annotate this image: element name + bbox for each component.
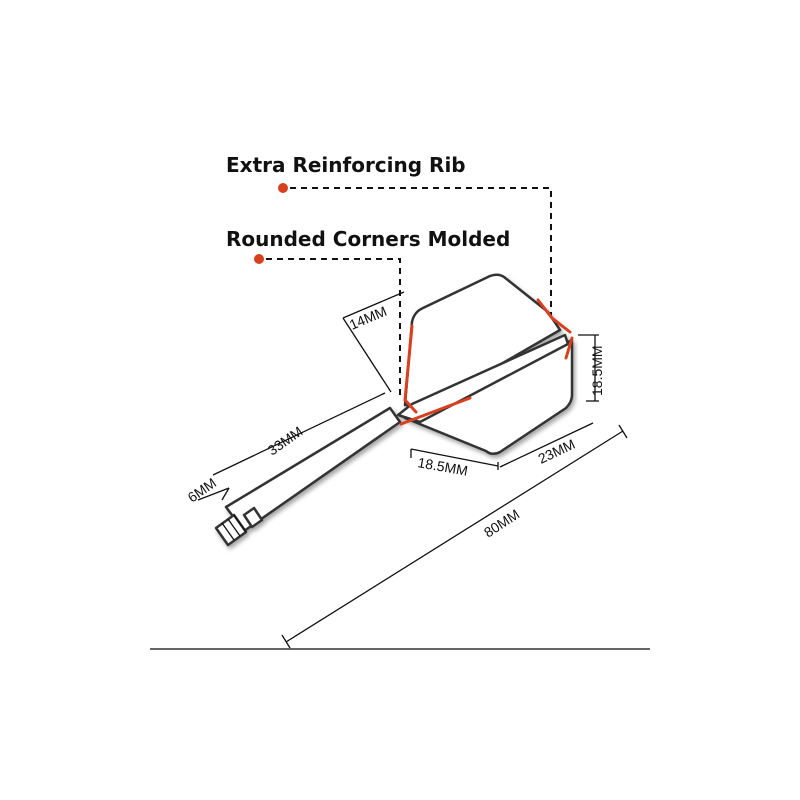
dim-flight-front-width: 18.5MM (410, 448, 499, 479)
dim-flight-height-label: 18.5MM (589, 345, 605, 396)
callout-extra-rib-label: Extra Reinforcing Rib (226, 153, 466, 177)
dim-flight-front-width-line (410, 448, 499, 467)
callout-rounded-corners-label: Rounded Corners Molded (226, 227, 510, 251)
dart-flight (396, 273, 574, 455)
thread-ring-2 (227, 518, 241, 537)
callout-rounded-corners-leader (266, 258, 401, 400)
dim-shaft-length-line (212, 392, 386, 476)
dim-flight-depth-ext (342, 317, 392, 393)
dart-shaft (214, 406, 402, 547)
dim-thread-length: 6MM (185, 474, 230, 505)
thread-ring-3 (233, 514, 247, 533)
dim-flight-depth-line (342, 291, 405, 319)
dim-total-length-tick-a (281, 634, 291, 649)
callout-extra-rib-dot (278, 183, 288, 193)
accent-extra-rib (536, 298, 572, 334)
accent-inner-rib (399, 396, 472, 426)
dim-thread-length-tick (221, 487, 230, 501)
dim-flight-back-width-line (499, 422, 594, 468)
callout-rounded-corners: Rounded Corners Molded (226, 227, 510, 400)
dim-total-length-line (285, 430, 624, 643)
callout-extra-rib: Extra Reinforcing Rib (226, 153, 552, 315)
dim-shaft-length-label: 33MM (265, 423, 306, 458)
dim-thread-length-label: 6MM (185, 474, 220, 505)
accent-rounded-corner (403, 324, 418, 414)
callout-extra-rib-leader (290, 187, 552, 315)
dim-flight-front-width-label: 18.5MM (416, 454, 469, 479)
thread-ring-1 (221, 522, 235, 541)
dim-total-length-tick-b (618, 424, 628, 439)
accent-rib-end (564, 336, 574, 360)
dim-total-length-label: 80MM (481, 506, 522, 541)
dim-flight-height: 18.5MM (578, 334, 605, 402)
flight-accent-edges (399, 298, 574, 426)
shaft-collar (242, 506, 264, 529)
dim-flight-depth: 14MM (342, 291, 405, 393)
callout-rounded-corners-dot (254, 254, 264, 264)
flight-lower-wing (403, 338, 574, 455)
flight-upper-wing (403, 273, 562, 407)
dim-thread-length-line (197, 487, 230, 501)
